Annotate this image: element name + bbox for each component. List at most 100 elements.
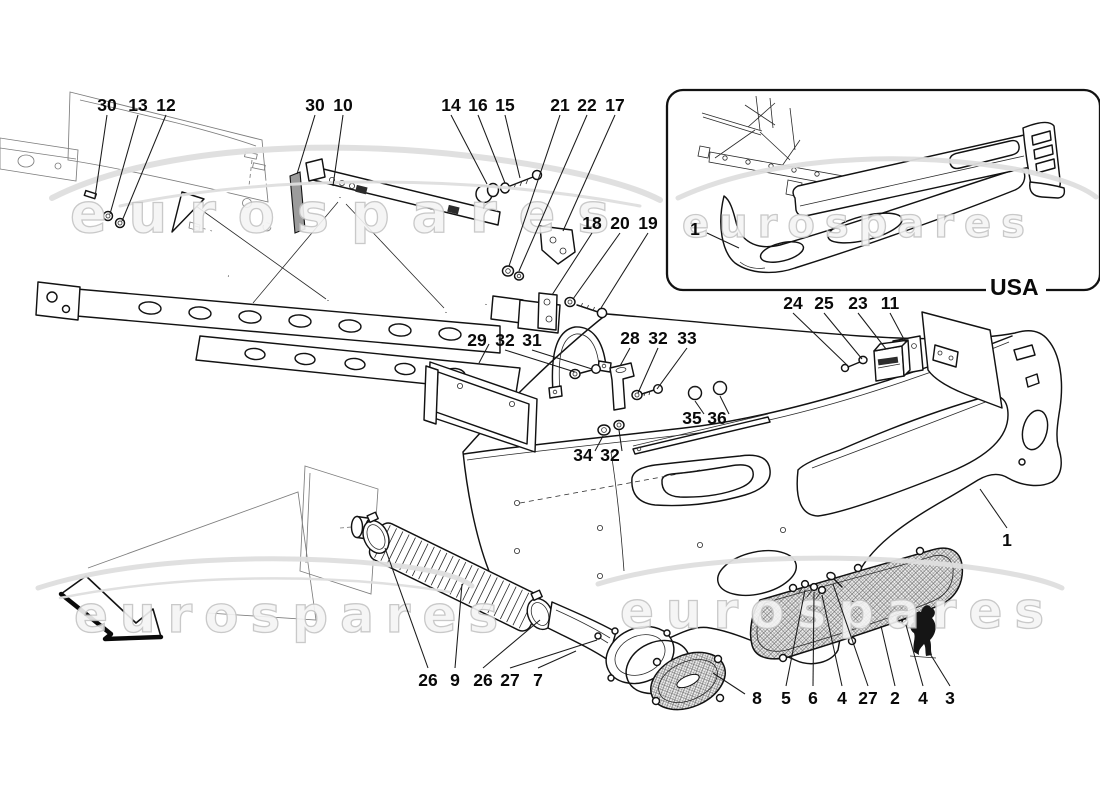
side-mesh-grille: [650, 651, 726, 711]
callout-leader-31: [531, 349, 593, 370]
part-number-label-19: 19: [638, 213, 658, 233]
watermark-text: eurospares: [620, 582, 1056, 640]
part-number-label-26: 26: [418, 670, 438, 690]
prancing-horse-emblem: [910, 605, 936, 656]
callout-leader-11: [889, 312, 907, 344]
callout-leader-22: [518, 114, 588, 272]
part-number-label-27: 27: [858, 688, 877, 708]
part-number-label-27: 27: [500, 670, 519, 690]
callout-leader-15: [504, 114, 521, 179]
callout-leader-16: [477, 114, 506, 184]
direction-arrow: [58, 575, 164, 642]
part-number-label-14: 14: [441, 95, 461, 115]
watermark-text: eurospares: [74, 586, 510, 644]
air-box-and-strap-parts: [423, 225, 728, 453]
part-number-label-1: 1: [1002, 530, 1012, 550]
callout-leader-18: [551, 232, 593, 296]
part-number-label-32: 32: [600, 445, 620, 465]
part-number-label-24: 24: [783, 293, 803, 313]
watermark-swoosh: [58, 577, 452, 600]
watermark-swoosh: [35, 556, 475, 591]
callout-leader-24: [792, 312, 848, 366]
part-number-label-34: 34: [573, 445, 593, 465]
callout-leader-19: [600, 232, 649, 309]
part-number-label-33: 33: [677, 328, 697, 348]
part-number-label-20: 20: [610, 213, 630, 233]
callout-leader-33: [656, 347, 688, 390]
part-number-label-30: 30: [305, 95, 325, 115]
part-number-label-35: 35: [682, 408, 702, 428]
part-number-label-11: 11: [881, 293, 900, 313]
part-number-label-30: 30: [97, 95, 117, 115]
part-number-label-4: 4: [837, 688, 847, 708]
duct-screw: [594, 632, 602, 640]
callout-leader-27: [832, 583, 869, 687]
callout-leader-3: [928, 651, 951, 687]
part-number-label-23: 23: [848, 293, 868, 313]
ghost-wall-panel: [299, 465, 379, 595]
watermark-swoosh: [118, 180, 642, 208]
callout-leader-28: [619, 347, 631, 367]
part-number-label-8: 8: [752, 688, 762, 708]
part-number-label-1: 1: [690, 219, 700, 239]
callout-leader-13: [109, 114, 139, 215]
usa-region-label: USA: [990, 274, 1039, 300]
watermark-swoosh: [675, 156, 1099, 201]
bumper-mount-brackets: [840, 311, 1003, 409]
watermark-layer: eurospares eurospares eurospares eurospares: [35, 144, 1099, 645]
watermark-text: eurospares: [682, 201, 1035, 247]
callout-leader-2: [880, 625, 896, 687]
part-number-label-32: 32: [495, 330, 515, 350]
callout-leader-21: [508, 114, 561, 267]
part-number-label-26: 26: [473, 670, 493, 690]
watermark-swoosh: [595, 555, 1065, 591]
center-mesh-grille: [749, 546, 964, 663]
callout-leader-29: [478, 343, 490, 364]
callout-leader-32: [504, 349, 576, 373]
part-number-label-25: 25: [814, 293, 834, 313]
watermark-text: eurospares: [70, 182, 631, 245]
callout-leader-9: [454, 583, 463, 669]
callout-leader-12: [121, 114, 167, 222]
part-number-label-3: 3: [945, 688, 955, 708]
part-number-label-29: 29: [467, 330, 487, 350]
part-number-label-36: 36: [707, 408, 727, 428]
ghost-beam-left: [0, 137, 79, 182]
air-intake-duct: [547, 601, 691, 695]
callout-leader-23: [857, 312, 887, 350]
callout-leader-30: [94, 114, 108, 198]
callout-leader-6: [812, 591, 815, 687]
part-number-label-13: 13: [128, 95, 148, 115]
rub-strip: [632, 416, 771, 455]
part-number-label-32: 32: [648, 328, 668, 348]
callout-leader-32: [618, 429, 623, 452]
callout-leader-36: [719, 395, 730, 415]
callout-leader-32: [637, 347, 659, 394]
part-number-label-2: 2: [890, 688, 900, 708]
part-number-label-7: 7: [533, 670, 543, 690]
callout-leader-10: [332, 114, 344, 187]
ghost-shield-panel: [87, 491, 317, 621]
callout-leader-26: [482, 619, 541, 669]
callout-leader-1: [706, 232, 740, 249]
callout-leader-5: [785, 589, 806, 687]
callout-leader-25: [823, 312, 863, 360]
callout-leader-1: [979, 488, 1008, 529]
part-number-label-15: 15: [495, 95, 515, 115]
callout-leader-4: [821, 594, 843, 687]
part-number-label-5: 5: [781, 688, 791, 708]
callout-leader-4: [905, 624, 924, 687]
part-number-label-31: 31: [522, 330, 542, 350]
part-number-label-22: 22: [577, 95, 597, 115]
callout-leader-34: [594, 435, 604, 452]
callout-leader-35: [694, 400, 705, 415]
part-number-label-21: 21: [550, 95, 570, 115]
callout-leader-20: [572, 232, 621, 300]
inset-usa-bumper: [720, 121, 1066, 274]
part-number-label-4: 4: [918, 688, 928, 708]
inset-ghost-frame: [697, 95, 844, 198]
part-number-label-16: 16: [468, 95, 488, 115]
